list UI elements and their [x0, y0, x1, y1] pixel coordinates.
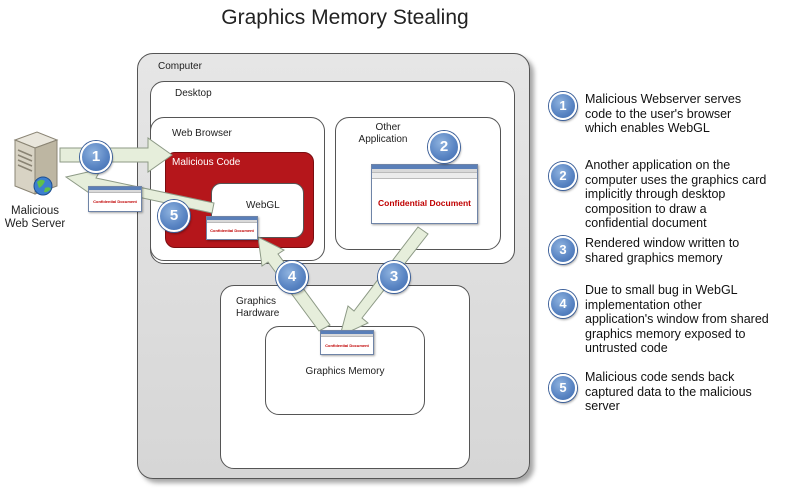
- arrow-1: [59, 137, 173, 173]
- legend-step-2-line: computer uses the graphics card: [585, 172, 767, 187]
- legend-step-2-line: Another application on the: [585, 158, 731, 172]
- confidential-window-large: Confidential Document: [371, 164, 478, 224]
- globe-icon: [33, 176, 53, 196]
- other-application-label-line1: Other: [375, 122, 401, 133]
- badge-2: 2: [428, 131, 460, 163]
- legend-step-5-line: captured data to the malicious: [585, 384, 752, 399]
- server-icon: [13, 131, 59, 196]
- confidential-text-memory: Confidential Document: [325, 343, 369, 348]
- legend-badge-2: 2: [549, 162, 577, 190]
- badge-3: 3: [378, 261, 410, 293]
- graphics-hardware-label-line2: Hardware: [236, 308, 280, 319]
- computer-label: Computer: [158, 61, 202, 72]
- legend-step-1-line: which enables WebGL: [585, 121, 710, 135]
- webgl-label: WebGL: [246, 200, 280, 211]
- legend-step-5-line: Malicious code sends back: [585, 370, 735, 384]
- legend-badge-3: 3: [549, 236, 577, 264]
- legend-step-3-text: Rendered window written to shared graphi…: [585, 236, 739, 265]
- server-label-line1: Malicious: [11, 205, 59, 217]
- legend-step-2-line: implicitly through desktop: [585, 187, 726, 201]
- server-label-line2: Web Server: [4, 218, 66, 230]
- malicious-code-label: Malicious Code: [172, 157, 241, 168]
- badge-1: 1: [80, 141, 112, 173]
- legend-badge-5: 5: [549, 374, 577, 402]
- legend-step-3-line: shared graphics memory: [585, 250, 723, 265]
- confidential-window-server: Confidential Document: [88, 186, 142, 212]
- legend-step-1-line: code to the user's browser: [585, 106, 732, 121]
- confidential-text-large: Confidential Document: [377, 198, 472, 208]
- confidential-window-memory: Confidential Document: [320, 330, 374, 355]
- legend-badge-4: 4: [549, 290, 577, 318]
- graphics-hardware-label-line1: Graphics: [236, 296, 277, 307]
- legend-step-2-line: composition to draw a: [585, 201, 707, 216]
- legend-step-3-line: Rendered window written to: [585, 236, 740, 250]
- desktop-label: Desktop: [175, 88, 212, 99]
- diagram-title: Graphics Memory Stealing: [221, 6, 469, 29]
- confidential-window-webgl: Confidential Document: [206, 216, 258, 240]
- legend-step-4-line: application's window from shared: [585, 312, 769, 326]
- legend-step-4-text: Due to small bug in WebGL implementation…: [585, 283, 769, 356]
- web-browser-label: Web Browser: [172, 128, 232, 139]
- legend-step-4-line: implementation other: [585, 297, 702, 312]
- legend-step-4-line: Due to small bug in WebGL: [585, 283, 738, 297]
- legend-step-2-text: Another application on the computer uses…: [585, 158, 766, 231]
- legend-step-5-text: Malicious code sends back captured data …: [585, 370, 752, 414]
- legend-step-4-line: graphics memory exposed to: [585, 326, 746, 341]
- other-application-label-line2: Application: [358, 134, 408, 145]
- legend-step-1-text: Malicious Webserver serves code to the u…: [585, 92, 741, 136]
- confidential-text-server: Confidential Document: [93, 199, 137, 204]
- confidential-text-webgl: Confidential Document: [210, 228, 254, 233]
- legend-step-1-line: Malicious Webserver serves: [585, 92, 742, 106]
- legend-step-4-line: untrusted code: [585, 341, 668, 355]
- badge-4: 4: [276, 261, 308, 293]
- badge-5: 5: [158, 200, 190, 232]
- legend-step-2-line: confidential document: [585, 216, 707, 230]
- legend-badge-1: 1: [549, 92, 577, 120]
- legend-step-5-line: server: [585, 399, 620, 413]
- graphics-memory-label: Graphics Memory: [305, 366, 385, 377]
